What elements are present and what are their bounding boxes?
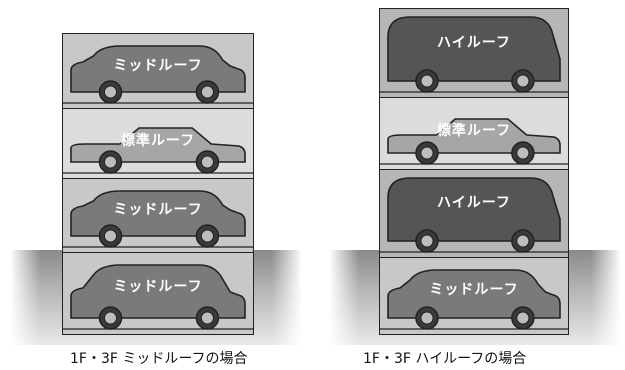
parking-bay: ミッドルーフ xyxy=(63,252,253,334)
car-illustration xyxy=(380,118,568,165)
car-type-label: ミッドルーフ xyxy=(113,57,203,74)
diagram-caption: 1F・3F ハイルーフの場合 xyxy=(363,351,527,367)
car-body xyxy=(70,190,246,237)
car-type-label: ミッドルーフ xyxy=(113,279,203,296)
wheel-hub xyxy=(516,311,530,325)
parking-bay: ミッドルーフ xyxy=(380,257,568,334)
car-illustration xyxy=(380,269,568,330)
parking-bay: ミッドルーフ xyxy=(63,178,253,252)
wheel-hub xyxy=(516,234,530,248)
ground-fade xyxy=(272,250,302,345)
car-illustration xyxy=(63,45,253,104)
wheel-hub xyxy=(200,85,214,99)
right-parking-diagram: ハイルーフ 標準ルーフ ハイルーフ ミッドルーフ 1F・3F ハイルーフの場合 xyxy=(313,0,625,370)
car-illustration xyxy=(380,16,568,93)
parking-bay: ハイルーフ xyxy=(380,169,568,257)
car-type-label: ミッドルーフ xyxy=(113,202,203,219)
car-type-label: 標準ルーフ xyxy=(436,123,512,140)
car-body xyxy=(387,177,561,242)
car-body xyxy=(70,264,246,319)
car-illustration xyxy=(63,264,253,330)
wheel-hub xyxy=(516,74,530,88)
car-illustration xyxy=(63,190,253,248)
parking-stack: ハイルーフ 標準ルーフ ハイルーフ ミッドルーフ xyxy=(379,8,569,335)
ground-fade xyxy=(591,250,621,345)
left-parking-diagram: ミッドルーフ 標準ルーフ ミッドルーフ ミッドルーフ 1F・3F ミッドルーフの… xyxy=(0,0,312,370)
wheel-hub xyxy=(200,229,214,243)
ground-fade xyxy=(10,250,40,345)
ground-fade xyxy=(329,250,359,345)
car-type-label: ミッドルーフ xyxy=(429,282,519,299)
wheel-hub xyxy=(103,229,118,243)
car-illustration xyxy=(63,127,253,174)
wheel-hub xyxy=(200,311,214,325)
car-body xyxy=(70,45,246,93)
wheel-hub xyxy=(103,311,118,325)
wheel-hub xyxy=(420,74,434,88)
parking-bay: ハイルーフ xyxy=(380,9,568,97)
wheel-hub xyxy=(103,155,118,169)
wheel-hub xyxy=(200,155,214,169)
wheel-hub xyxy=(516,146,530,160)
wheel-hub xyxy=(103,85,118,99)
wheel-hub xyxy=(420,311,434,325)
car-type-label: 標準ルーフ xyxy=(120,133,196,150)
car-type-label: ハイルーフ xyxy=(437,34,511,51)
wheel-hub xyxy=(420,146,434,160)
wheel-hub xyxy=(420,234,434,248)
car-body xyxy=(387,16,561,82)
diagram-caption: 1F・3F ミッドルーフの場合 xyxy=(70,351,248,367)
parking-bay: 標準ルーフ xyxy=(380,97,568,169)
parking-bay: ミッドルーフ xyxy=(63,34,253,108)
parking-stack: ミッドルーフ 標準ルーフ ミッドルーフ ミッドルーフ xyxy=(62,33,254,335)
car-type-label: ハイルーフ xyxy=(437,195,511,212)
parking-bay: 標準ルーフ xyxy=(63,108,253,178)
car-body xyxy=(387,269,561,319)
car-illustration xyxy=(380,177,568,253)
